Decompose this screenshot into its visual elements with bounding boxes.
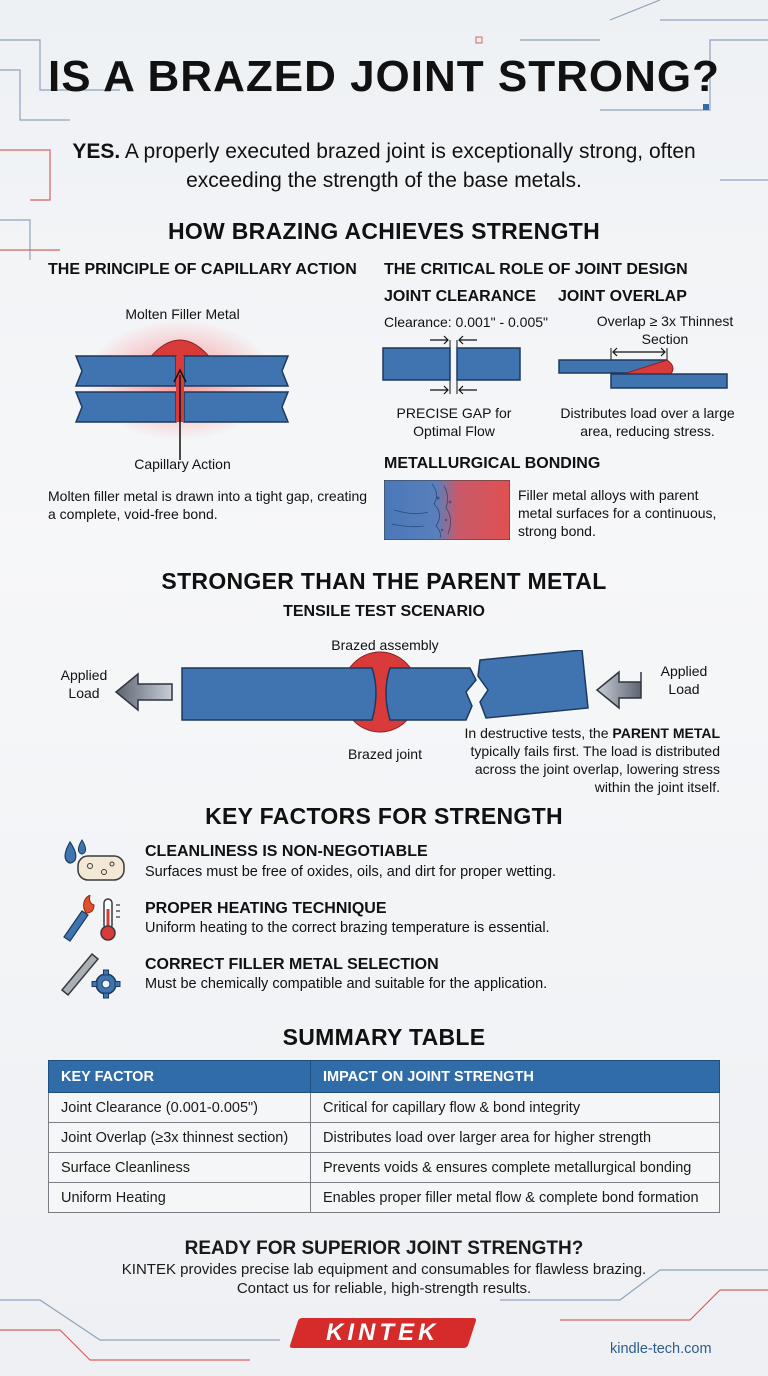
metallurgical-desc: Filler metal alloys with parent metal su…: [518, 487, 717, 539]
capillary-diagram: [74, 320, 290, 460]
intro-text: YES. A properly executed brazed joint is…: [60, 137, 708, 195]
factor-title-cleanliness: CLEANLINESS IS NON-NEGOTIABLE: [145, 843, 428, 860]
factor-title-heating: PROPER HEATING TECHNIQUE: [145, 900, 387, 917]
table-cell: Uniform Heating: [48, 1182, 311, 1213]
overlap-diagram: [558, 347, 728, 389]
factor-title-filler: CORRECT FILLER METAL SELECTION: [145, 956, 439, 973]
factors-heading: KEY FACTORS FOR STRENGTH: [205, 803, 563, 829]
table-header-row: KEY FACTOR IMPACT ON JOINT STRENGTH: [48, 1060, 720, 1093]
table-cell: Critical for capillary flow & bond integ…: [310, 1092, 720, 1123]
summary-heading: SUMMARY TABLE: [282, 1024, 486, 1050]
table-cell: Distributes load over larger area for hi…: [310, 1122, 720, 1153]
capillary-bottom-label: Capillary Action: [134, 456, 231, 472]
overlap-label: Overlap ≥ 3x Thinnest Section: [596, 313, 734, 347]
table-row: Uniform Heating Enables proper filler me…: [48, 1182, 720, 1213]
table-row: Joint Overlap (≥3x thinnest section) Dis…: [48, 1122, 720, 1153]
summary-table: KEY FACTOR IMPACT ON JOINT STRENGTH Join…: [48, 1060, 720, 1213]
tensile-subheading: TENSILE TEST SCENARIO: [283, 603, 485, 620]
capillary-desc: Molten filler metal is drawn into a tigh…: [48, 488, 368, 522]
torch-thermometer-icon: [63, 895, 120, 942]
factor-desc-cleanliness: Surfaces must be free of oxides, oils, a…: [145, 864, 557, 880]
table-cell: Enables proper filler metal flow & compl…: [310, 1182, 720, 1213]
tensile-test-diagram: [114, 650, 642, 733]
water-drop-sponge-icon: [64, 839, 125, 881]
overlap-desc: Distributes load over a large area, redu…: [560, 405, 735, 439]
intro-strong: YES.: [72, 140, 121, 163]
clearance-label: Clearance: 0.001" - 0.005": [383, 314, 549, 330]
how-heading: HOW BRAZING ACHIEVES STRENGTH: [167, 218, 601, 244]
cta-body: KINTEK provides precise lab equipment an…: [60, 1260, 708, 1298]
capillary-top-label: Molten Filler Metal: [125, 306, 240, 322]
clearance-diagram: [382, 335, 521, 395]
assembly-label: Brazed assembly: [331, 637, 439, 653]
intro-rest: A properly executed brazed joint is exce…: [120, 140, 696, 192]
brand-logo[interactable]: KINTEK: [289, 1318, 477, 1348]
table-cell: Prevents voids & ensures complete metall…: [310, 1152, 720, 1183]
cta-title: READY FOR SUPERIOR JOINT STRENGTH?: [184, 1238, 584, 1259]
page-title: IS A BRAZED JOINT STRONG?: [48, 52, 720, 101]
metallurgical-micrograph: [384, 480, 510, 540]
tensile-desc-strong: PARENT METAL: [612, 725, 720, 741]
right-load-label: Applied Load: [660, 663, 708, 697]
brand-logo-text: KINTEK: [326, 1319, 440, 1346]
left-load-label: Applied Load: [60, 667, 108, 701]
factor-desc-filler: Must be chemically compatible and suitab…: [145, 976, 548, 992]
table-cell: Joint Overlap (≥3x thinnest section): [48, 1122, 311, 1153]
column-header: IMPACT ON JOINT STRENGTH: [310, 1060, 720, 1093]
table-row: Surface Cleanliness Prevents voids & ens…: [48, 1152, 720, 1183]
column-header: KEY FACTOR: [48, 1060, 311, 1093]
clearance-title: JOINT CLEARANCE: [384, 288, 537, 305]
cta-line-2: Contact us for reliable, high-strength r…: [236, 1280, 532, 1297]
table-row: Joint Clearance (0.001-0.005") Critical …: [48, 1092, 720, 1123]
overlap-title: JOINT OVERLAP: [558, 288, 687, 305]
clearance-desc: PRECISE GAP for Optimal Flow: [396, 405, 512, 439]
capillary-title: THE PRINCIPLE OF CAPILLARY ACTION: [48, 261, 357, 278]
rod-gear-icon: [60, 952, 121, 999]
tensile-desc-post: typically fails first. The load is distr…: [470, 743, 720, 795]
table-cell: Surface Cleanliness: [48, 1152, 311, 1183]
joint-label: Brazed joint: [348, 746, 422, 762]
tensile-desc-pre: In destructive tests, the: [464, 725, 613, 741]
metallurgical-title: METALLURGICAL BONDING: [384, 455, 601, 472]
design-title: THE CRITICAL ROLE OF JOINT DESIGN: [384, 261, 688, 278]
website-link[interactable]: kindle-tech.com: [610, 1341, 712, 1357]
stronger-heading: STRONGER THAN THE PARENT METAL: [161, 568, 607, 594]
table-cell: Joint Clearance (0.001-0.005"): [48, 1092, 311, 1123]
cta-line-1: KINTEK provides precise lab equipment an…: [121, 1261, 647, 1278]
tensile-desc: In destructive tests, the PARENT METAL t…: [448, 724, 720, 796]
factor-desc-heating: Uniform heating to the correct brazing t…: [145, 920, 550, 936]
